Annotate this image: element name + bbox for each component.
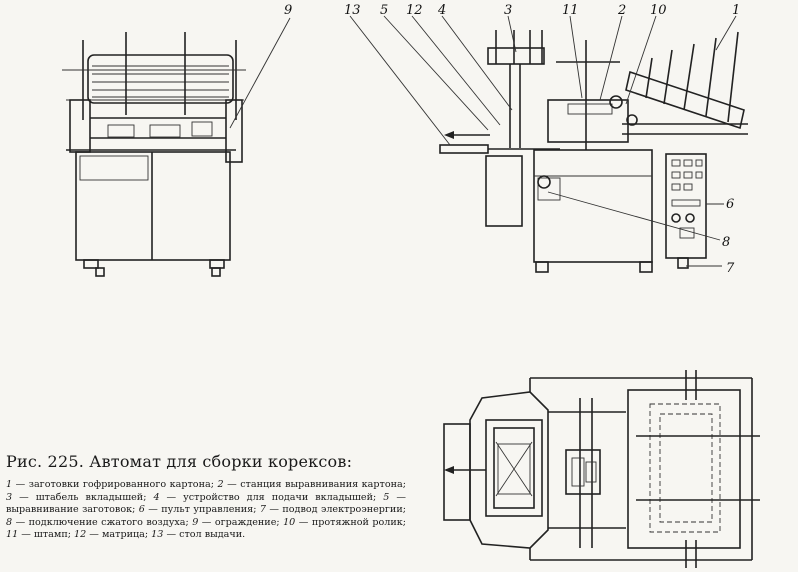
legend-item-number: 1 [6,479,13,490]
callout-5: 5 [380,3,388,18]
legend-item-text: ограждение [214,516,277,528]
legend-item: 10 — протяжной ролик; [283,516,406,528]
legend-item-text: стол выдачи [179,529,243,541]
callout-10: 10 [650,3,667,18]
legend-item-text: штабель вкладышей [35,491,144,503]
callout-3: 3 [504,3,512,18]
legend-item: 8 — подключение сжатого воздуха; [6,516,193,528]
legend-item: 6 — пульт управления; [138,504,260,516]
legend-item-text: заготовки гофрированного картона [28,479,211,490]
legend-item-text: подвод электроэнергии [282,504,403,516]
legend-item-number: 10 [283,516,296,528]
legend-item-number: 11 [6,529,19,541]
plan-view [443,370,760,568]
legend-item: 5 — выравнивание заготовок; [6,491,406,516]
legend-item: 7 — подвод электроэнергии; [259,504,406,516]
callout-9: 9 [284,3,292,18]
legend-item-text: подключение сжатого воздуха [28,516,186,528]
legend-item-text: протяжной ролик [311,516,403,528]
legend-item-number: 9 [192,516,199,528]
legend-item: 11 — штамп; [6,529,75,541]
callout-11: 11 [562,3,579,18]
legend-item: 13 — стол выдачи. [151,529,246,541]
legend-item: 2 — станция выравнивания картона; [217,479,406,490]
legend-item-number: 2 [217,479,224,490]
figure-caption: Рис. 225. Автомат для сборки корексов: 1… [6,452,406,542]
figure-title: Рис. 225. Автомат для сборки корексов: [6,452,353,471]
legend-item-text: выравнивание заготовок [6,504,133,516]
callout-4: 4 [437,3,446,18]
figure-legend: 1 — заготовки гофрированного картона; 2 … [6,479,406,542]
legend-item-text: пульт управления [161,504,254,516]
legend-item: 9 — ограждение; [192,516,284,528]
callout-2: 2 [617,3,626,18]
legend-item-number: 12 [74,529,87,541]
callout-12: 12 [406,3,423,18]
legend-item: 12 — матрица; [74,529,152,541]
legend-item: 4 — устройство для подачи вкладышей; [153,491,384,503]
legend-item: 3 — штабель вкладышей; [6,491,154,503]
callout-1: 1 [732,3,740,18]
callout-8: 8 [722,235,730,250]
legend-item-number: 3 [6,491,13,503]
legend-item-number: 5 [383,491,390,503]
legend-item-number: 4 [153,491,160,503]
front-view [62,17,291,277]
legend-item-number: 7 [259,504,266,516]
legend-item-text: матрица [101,529,145,541]
callout-13: 13 [344,3,361,18]
legend-item-number: 13 [151,529,164,541]
legend-item-text: станция выравнивания картона [240,479,403,490]
side-view [349,15,748,273]
legend-item-number: 8 [6,516,13,528]
legend-item-text: штамп [33,529,68,541]
callout-7: 7 [726,261,735,276]
legend-item-text: устройство для подачи вкладышей [183,491,374,503]
callout-6: 6 [726,197,734,212]
legend-item-number: 6 [138,504,145,516]
legend-item: 1 — заготовки гофрированного картона; [6,479,218,490]
